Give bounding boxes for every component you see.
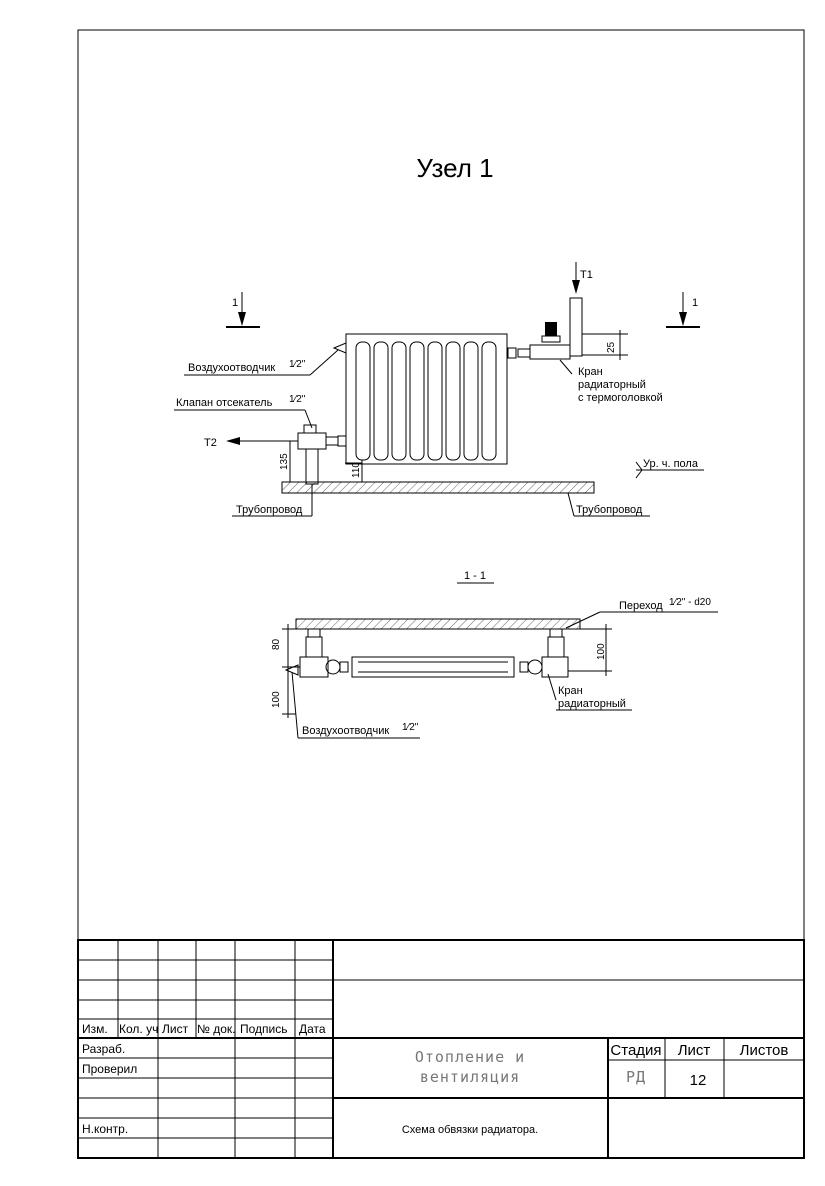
drawing-name: Схема обвязки радиатора. <box>402 1124 538 1136</box>
section-title: 1 - 1 <box>464 570 486 582</box>
floor-level-label: Ур. ч. пола <box>643 458 699 470</box>
drawing-title: Узел 1 <box>416 153 493 183</box>
header-kol: Кол. уч <box>119 1022 158 1036</box>
header-podpis: Подпись <box>240 1022 288 1036</box>
header-data: Дата <box>299 1022 326 1036</box>
section-mark-right: 1 <box>666 292 700 328</box>
left-connection <box>299 628 349 678</box>
floor-level-mark-icon <box>635 461 643 479</box>
sheet-value: 12 <box>690 1072 707 1089</box>
project-name-line1: Отопление и <box>415 1048 525 1066</box>
header-ndok: № док. <box>197 1022 235 1036</box>
sheet-frame <box>77 29 805 1159</box>
wall-section <box>295 618 581 630</box>
header-izm: Изм. <box>82 1022 108 1036</box>
air-vent-size: 1⁄2" <box>289 359 306 370</box>
section-view: 1 - 1 80 100 <box>271 570 718 739</box>
stage-value: РД <box>626 1068 646 1086</box>
t1-arrow-icon <box>572 280 580 294</box>
pipeline-label-left: Трубопровод <box>236 504 303 516</box>
header-list: Лист <box>162 1022 189 1036</box>
air-vent-label: Воздухоотводчик <box>188 362 275 374</box>
section-air-vent-label: Воздухоотводчик <box>302 725 389 737</box>
thermostatic-valve <box>507 322 571 360</box>
section-mark-left-label: 1 <box>232 297 238 309</box>
role-nkontr: Н.контр. <box>82 1122 128 1136</box>
pipeline-label-right: Трубопровод <box>576 504 643 516</box>
floor-slab <box>281 481 595 494</box>
air-vent-icon <box>332 342 347 354</box>
valve-label-line1: Кран <box>578 366 603 378</box>
dim-100-left: 100 <box>271 691 282 708</box>
title-block: Изм. Кол. уч Лист № док. Подпись Дата Ра… <box>77 939 805 1159</box>
dim-110: 110 <box>351 462 362 478</box>
section-air-vent-size: 1⁄2" <box>402 722 419 733</box>
dim-80: 80 <box>271 638 282 650</box>
adapter-label: Переход <box>619 600 663 612</box>
radiator-sections <box>355 341 497 461</box>
shutoff-valve-size: 1⁄2" <box>289 394 306 405</box>
elevation-view: 1 1 Воздухоотводчик 1⁄2" T1 <box>174 262 704 517</box>
dim-100-right: 100 <box>596 643 607 660</box>
role-razrab: Разраб. <box>82 1042 125 1056</box>
valve-label-line3: с термоголовкой <box>578 392 663 404</box>
t2-label: T2 <box>204 437 217 449</box>
section-mark-left: 1 <box>226 292 260 328</box>
section-valve-label-line1: Кран <box>558 685 583 697</box>
dim-25: 25 <box>606 341 617 353</box>
project-name-line2: вентиляция <box>420 1068 520 1086</box>
shutoff-valve <box>297 424 347 485</box>
role-proveril: Проверил <box>82 1062 137 1076</box>
radiator <box>345 333 508 465</box>
sheet-label: Лист <box>678 1042 711 1059</box>
radiator-section <box>351 656 515 678</box>
section-valve-label-line2: радиаторный <box>558 698 626 710</box>
right-connection <box>519 628 569 678</box>
valve-label-line2: радиаторный <box>578 379 646 391</box>
t1-label: T1 <box>580 269 593 281</box>
section-mark-right-label: 1 <box>692 297 698 309</box>
stage-label: Стадия <box>610 1042 661 1059</box>
adapter-size: 1⁄2" - d20 <box>669 597 711 608</box>
shutoff-valve-label: Клапан отсекатель <box>176 397 273 409</box>
t2-arrow-icon <box>226 437 240 445</box>
sheets-label: Листов <box>740 1042 789 1059</box>
supply-riser <box>569 297 583 357</box>
dim-135: 135 <box>279 453 290 470</box>
